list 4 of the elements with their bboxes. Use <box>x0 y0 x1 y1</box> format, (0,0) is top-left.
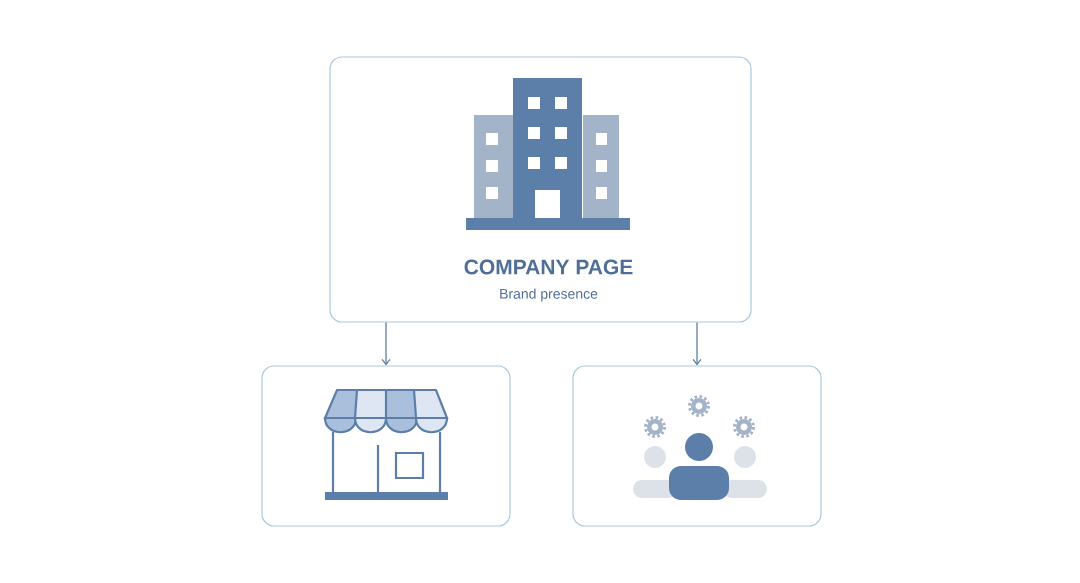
arrow <box>692 321 702 366</box>
arrow <box>381 321 391 366</box>
heading-text: COMPANY PAGE <box>464 259 633 275</box>
subtitle-text: Brand presence <box>500 288 598 302</box>
